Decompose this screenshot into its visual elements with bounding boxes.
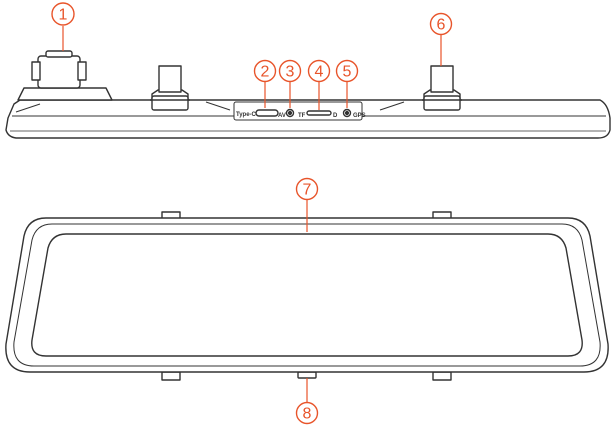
callout-2-number: 2 bbox=[261, 64, 270, 81]
bottom-tab-right bbox=[433, 372, 451, 380]
top-view bbox=[6, 51, 610, 138]
bottom-clip bbox=[298, 372, 316, 378]
callout-8: 8 bbox=[297, 378, 318, 424]
strap-bracket-right bbox=[422, 66, 462, 110]
callout-6-number: 6 bbox=[437, 17, 446, 34]
gps-label: GPS bbox=[353, 113, 366, 119]
tf-label: TF bbox=[298, 113, 306, 119]
mirror-screen bbox=[32, 234, 582, 356]
callout-7-number: 7 bbox=[303, 182, 312, 199]
d-label: D bbox=[333, 113, 338, 119]
av-label: AV bbox=[278, 113, 286, 119]
callout-5-number: 5 bbox=[343, 64, 352, 81]
callout-8-number: 8 bbox=[303, 406, 312, 423]
typec-label: Type-C bbox=[236, 112, 257, 118]
bottom-tab-left bbox=[162, 372, 180, 380]
strap-bracket-left bbox=[150, 66, 190, 110]
callout-4-number: 4 bbox=[315, 64, 324, 81]
front-camera bbox=[18, 51, 112, 100]
callout-1: 1 bbox=[52, 3, 74, 51]
callout-6: 6 bbox=[431, 14, 452, 67]
callout-1-number: 1 bbox=[59, 7, 68, 24]
front-view bbox=[6, 212, 608, 380]
typec-port bbox=[256, 110, 278, 116]
callout-3-number: 3 bbox=[286, 64, 295, 81]
tf-slot bbox=[307, 111, 331, 115]
